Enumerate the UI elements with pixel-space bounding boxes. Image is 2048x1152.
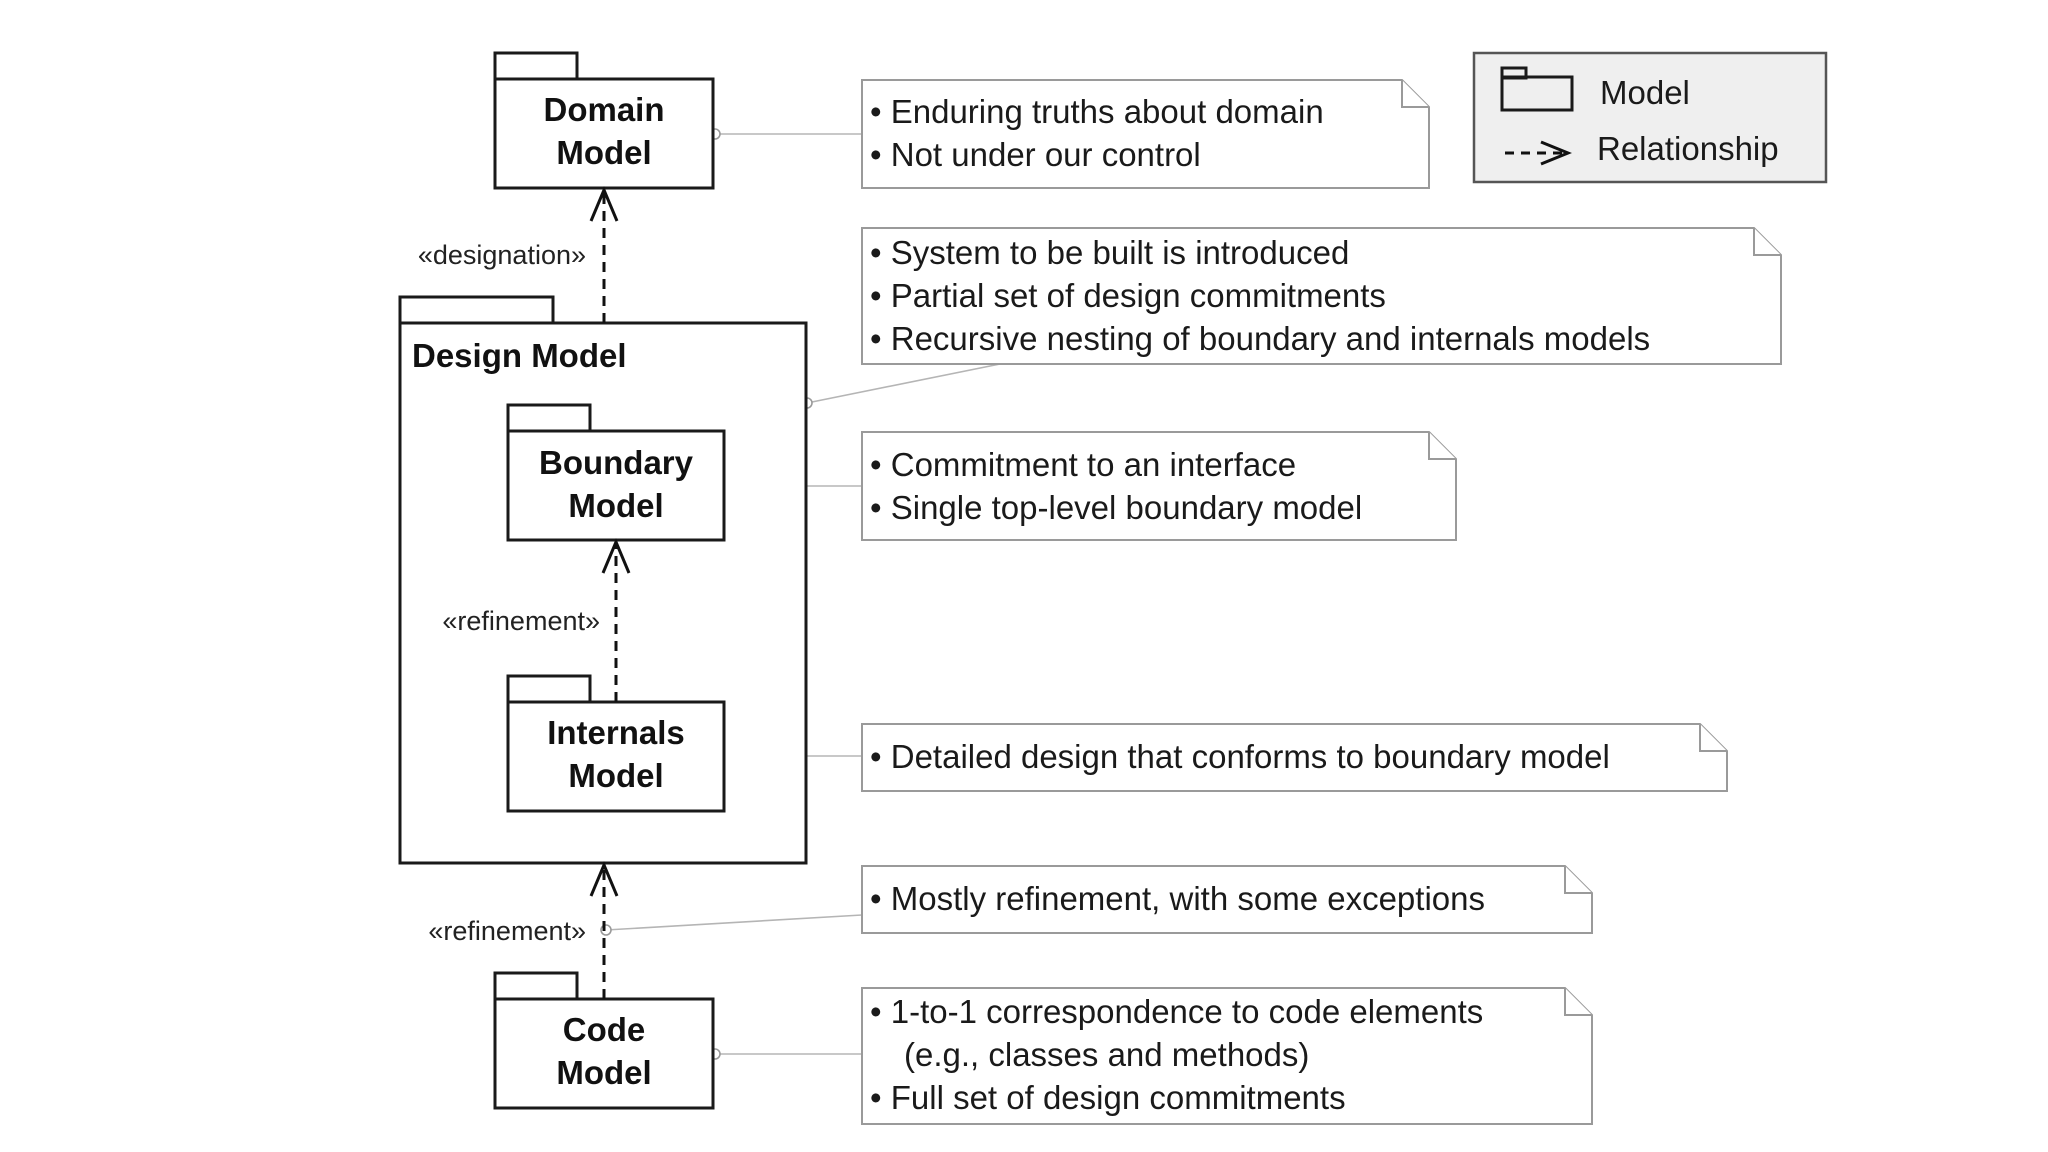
note-domain-line-1: • Enduring truths about domain [870, 93, 1324, 130]
designation-arrow [589, 186, 619, 323]
note-boundary-line-2: • Single top-level boundary model [870, 489, 1362, 526]
code-model-label-1: Code [563, 1011, 646, 1048]
design-model-label: Design Model [412, 337, 627, 374]
note-design-line-3: • Recursive nesting of boundary and inte… [870, 320, 1650, 357]
note-refinement-line-1: • Mostly refinement, with some exception… [870, 880, 1485, 917]
note-design: • System to be built is introduced • Par… [861, 227, 1782, 365]
note-design-line-1: • System to be built is introduced [870, 234, 1349, 271]
note-boundary: • Commitment to an interface • Single to… [861, 431, 1457, 541]
boundary-model-label-2: Model [568, 487, 663, 524]
boundary-model-package: Boundary Model [506, 403, 726, 542]
legend-box [1472, 51, 1828, 184]
note-internals-line-1: • Detailed design that conforms to bound… [870, 738, 1610, 775]
internals-model-package: Internals Model [506, 674, 726, 813]
code-model-label-2: Model [556, 1054, 651, 1091]
note-code: • 1-to-1 correspondence to code elements… [861, 987, 1593, 1125]
refinement-arrow-inner [601, 538, 631, 702]
legend: Model Relationship [1472, 51, 1828, 184]
internals-model-label-1: Internals [547, 714, 685, 751]
note-code-line-3: • Full set of design commitments [870, 1079, 1346, 1116]
legend-relationship-icon [1505, 140, 1572, 166]
note-refinement: • Mostly refinement, with some exception… [861, 865, 1593, 934]
refinement-stereotype-inner: «refinement» [442, 606, 600, 636]
note-internals: • Detailed design that conforms to bound… [861, 723, 1728, 792]
legend-model-icon [1500, 66, 1574, 112]
code-model-package: Code Model [493, 971, 715, 1110]
legend-relationship-label: Relationship [1597, 130, 1779, 167]
domain-model-package: Domain Model [493, 51, 715, 190]
note-boundary-line-1: • Commitment to an interface [870, 446, 1296, 483]
domain-model-label-1: Domain [543, 91, 664, 128]
refinement-stereotype-outer: «refinement» [428, 916, 586, 946]
refinement-arrow-outer [589, 861, 619, 999]
domain-model-label-2: Model [556, 134, 651, 171]
designation-stereotype: «designation» [418, 240, 586, 270]
note-design-line-2: • Partial set of design commitments [870, 277, 1386, 314]
note-domain-line-2: • Not under our control [870, 136, 1201, 173]
note-domain: • Enduring truths about domain • Not und… [861, 79, 1430, 189]
internals-model-label-2: Model [568, 757, 663, 794]
note-code-line-1: • 1-to-1 correspondence to code elements [870, 993, 1483, 1030]
note-code-line-2: (e.g., classes and methods) [904, 1036, 1309, 1073]
boundary-model-label-1: Boundary [539, 444, 694, 481]
legend-model-label: Model [1600, 74, 1690, 111]
